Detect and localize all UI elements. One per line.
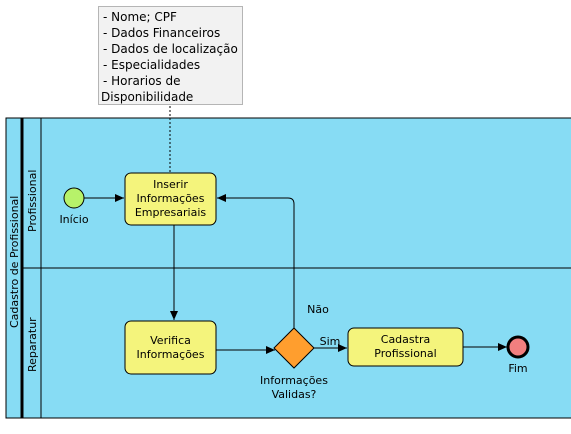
task-verifica-informacoes[interactable] bbox=[124, 320, 217, 375]
flow-gateway-to-inserir-no bbox=[217, 194, 295, 328]
gateway-label-line: Validas? bbox=[271, 388, 317, 401]
lane-label-reparatur: Reparatur bbox=[26, 317, 39, 372]
task-label-line: Informações bbox=[136, 192, 205, 205]
text-annotation[interactable]: - Nome; CPF - Dados Financeiros - Dados … bbox=[98, 6, 243, 105]
note-line: Disponibilidade bbox=[101, 90, 194, 104]
start-event[interactable] bbox=[63, 187, 85, 209]
end-event-label: Fim bbox=[508, 362, 528, 375]
task-cadastra-label: Cadastra Profissional bbox=[348, 328, 463, 366]
task-label-line: Informações bbox=[136, 347, 205, 361]
task-verifica-label: Verifica Informações bbox=[125, 321, 216, 374]
note-line: - Horarios de bbox=[103, 74, 181, 88]
gateway-label: Informações Validas? bbox=[250, 374, 338, 402]
task-label-line: Inserir bbox=[153, 178, 188, 191]
note-line: - Nome; CPF bbox=[103, 10, 177, 24]
lane-label-profissional: Profissional bbox=[26, 169, 39, 232]
pool-label: Cadastro de Profissional bbox=[8, 195, 21, 328]
task-inserir-informacoes[interactable] bbox=[124, 172, 217, 226]
start-event-label: Início bbox=[59, 213, 89, 226]
gateway-informacoes-validas[interactable] bbox=[273, 327, 315, 369]
flow-label-no: Não bbox=[307, 303, 329, 316]
task-label-line: Verifica bbox=[150, 333, 191, 347]
gateway-label-line: Informações bbox=[260, 374, 328, 387]
task-label-line: Cadastra Profissional bbox=[374, 333, 437, 360]
note-line: - Especialidades bbox=[103, 58, 201, 72]
end-event[interactable] bbox=[506, 335, 530, 359]
task-inserir-label: Inserir Informações Empresariais bbox=[125, 173, 216, 225]
note-line: - Dados de localização bbox=[103, 42, 238, 56]
note-line: - Dados Financeiros bbox=[103, 26, 221, 40]
task-label-line: Empresariais bbox=[134, 206, 207, 219]
flow-label-yes: Sim bbox=[319, 335, 341, 348]
